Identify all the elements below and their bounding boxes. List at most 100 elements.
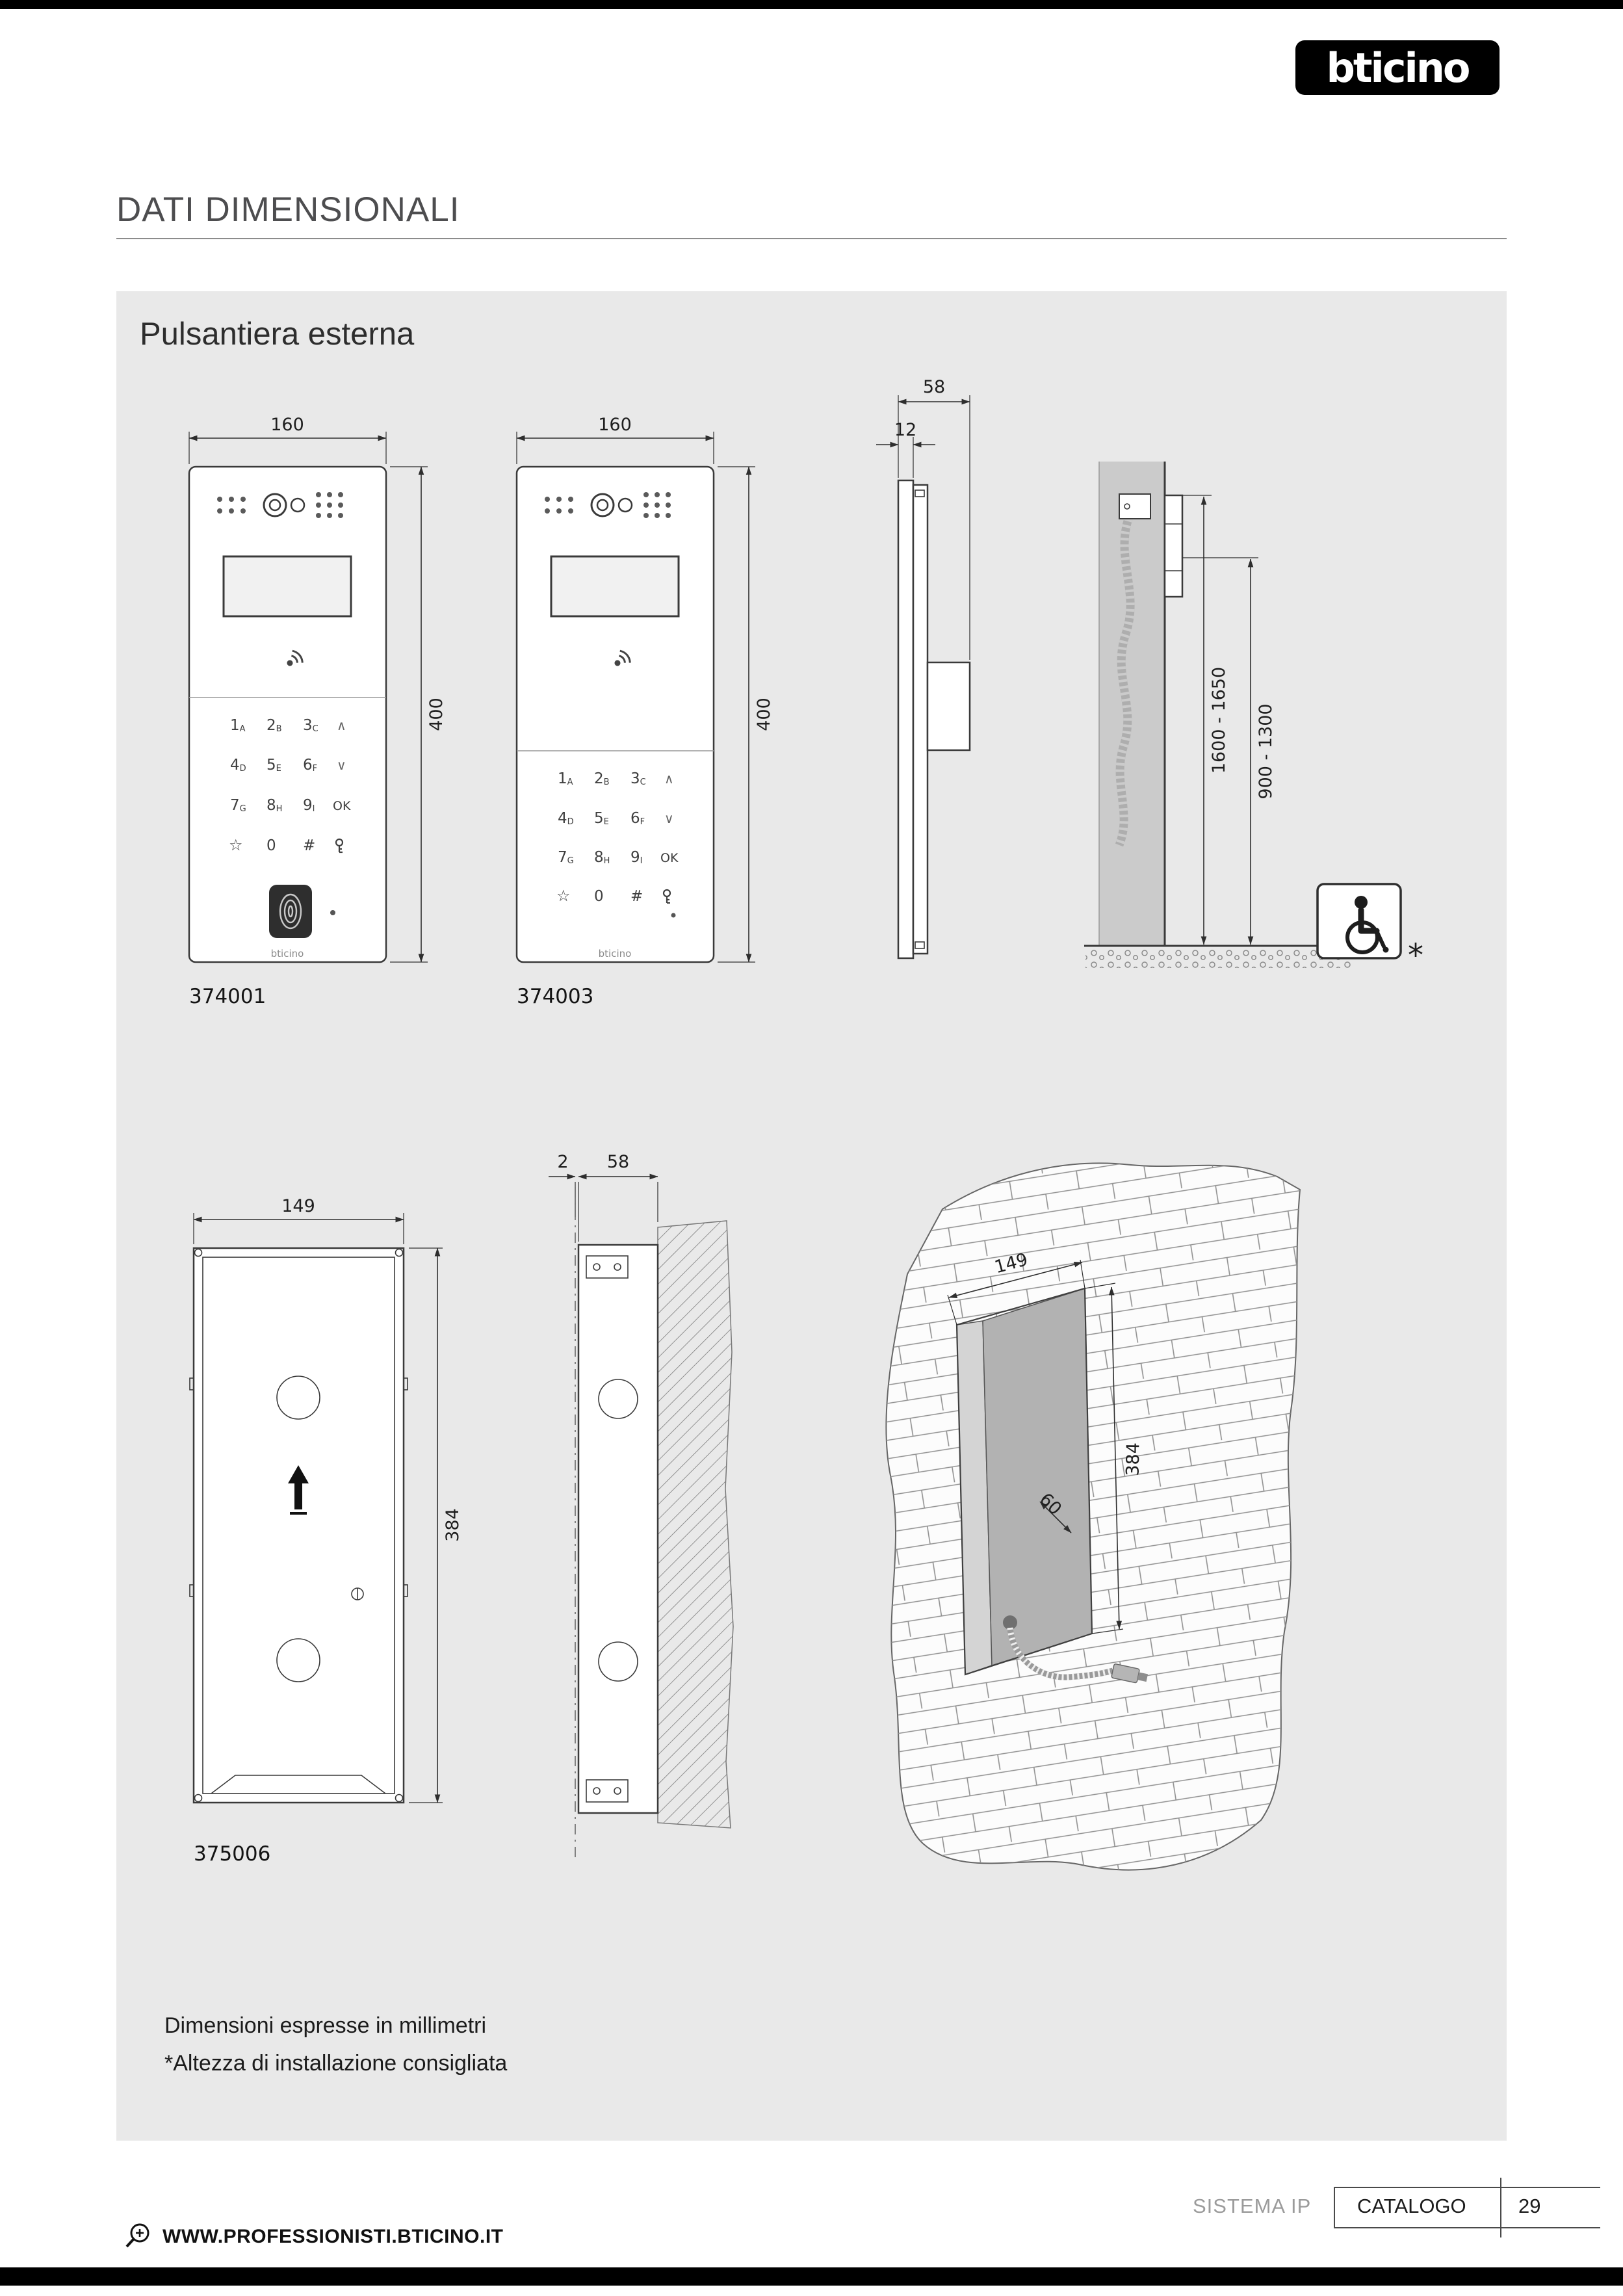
svg-text:7G: 7G [558,849,574,866]
knockout-bottom [598,1641,638,1682]
product-code-374003: 374003 [517,985,593,1008]
camera-icon [590,493,615,517]
dim-recess-height-label: 384 [1123,1442,1144,1476]
hash-key: # [630,888,643,905]
title-rule [116,238,1507,239]
keypad: 1A 2B 3C ∧ 4D 5E 6F ∨ 7G 8H 9I OK ☆ 0 # [229,717,351,854]
wheelchair-sign [1316,883,1402,959]
drawing-flush-box: 149 384 375006 [189,1196,463,1866]
display-screen [222,555,352,618]
box-outer [192,1247,405,1804]
scroll-up-icon: ∧ [664,771,674,787]
drawing-front-374001: 160 400 1A 2B 3 [188,415,447,1008]
footnote-asterisk: * [1408,937,1423,974]
box-inner [202,1257,395,1794]
svg-text:2B: 2B [594,770,610,787]
dim-offset-label: 2 [557,1152,568,1172]
brand-logo-text: bticino [1326,44,1470,92]
sensor-icon [290,497,305,513]
front-plate [897,479,915,959]
frame-body [912,484,929,955]
zero-key: 0 [266,837,276,854]
fingerprint-icon [269,885,312,938]
hash-key: # [303,837,315,854]
dim-plate-label: 12 [894,420,916,440]
svg-text:5E: 5E [266,757,281,774]
entrance-panel-side [1163,494,1184,598]
cable-connector [1111,1663,1149,1684]
ok-key: OK [333,799,351,813]
svg-text:9I: 9I [630,849,642,866]
product-code-374001: 374001 [189,985,266,1008]
speaker-camera-cluster [217,492,343,518]
svg-text:6F: 6F [630,810,645,827]
panel-body [515,465,715,963]
svg-text:8H: 8H [266,797,282,814]
status-led [330,910,335,915]
dim-width-label: 149 [281,1196,315,1216]
dim-height-label: 384 [443,1508,463,1542]
speaker-camera-cluster [545,492,671,518]
knockout-top [276,1376,320,1420]
footer-catalog-label: CATALOGO [1357,2195,1466,2217]
footer-divider-1 [1334,2188,1335,2227]
svg-text:1A: 1A [230,717,246,734]
box-section-body [577,1244,659,1814]
drawing-side-view: 58 12 [876,377,971,959]
status-led [671,913,676,918]
camera-icon [263,493,287,517]
recess-back-face [982,1287,1093,1667]
screw-slot [351,1587,364,1600]
footer-rule-top [1334,2187,1600,2188]
cable [1007,1627,1114,1680]
dim-width-label: 160 [598,415,632,435]
svg-text:4D: 4D [230,757,246,774]
drawing-installation: 1600 - 1650 900 - 1300 * [1084,462,1423,974]
section-title: Pulsantiera esterna [140,317,415,352]
zero-key: 0 [594,888,604,905]
dim-depth-label: 58 [923,377,945,397]
note-units: Dimensioni espresse in millimetri [164,2013,487,2038]
svg-text:8H: 8H [594,849,610,866]
drawing-front-374003: 160 400 1A 2B 3 [515,415,774,1008]
scroll-down-icon: ∨ [337,757,346,773]
sensor-icon [617,497,633,513]
svg-text:5E: 5E [594,810,609,827]
footer-website-link[interactable]: WWW.PROFESSIONISTI.BTICINO.IT [162,2226,504,2247]
footer-rule-bottom [1334,2227,1600,2228]
svg-text:9I: 9I [303,797,315,814]
scroll-down-icon: ∨ [664,811,674,826]
rear-box [926,661,971,751]
dim-depth-label: 58 [607,1152,629,1172]
footer-page-number: 29 [1518,2195,1541,2217]
product-code-375006: 375006 [194,1842,270,1866]
panel-brand-label: bticino [599,948,632,959]
scroll-up-icon: ∧ [337,718,346,733]
key-icon [662,889,671,904]
note-height: *Altezza di installazione consigliata [164,2050,508,2076]
dim-camera-height-label: 1600 - 1650 [1209,667,1229,774]
dim-width-label: 160 [270,415,304,435]
svg-text:1A: 1A [558,770,573,787]
footer-system-label: SISTEMA IP [1193,2195,1312,2217]
ground-gravel [1085,950,1352,968]
junction-box [1119,493,1151,519]
svg-text:3C: 3C [630,770,646,787]
svg-text:4D: 4D [558,810,574,827]
wall-section [657,1220,734,1829]
keypad: 1A 2B 3C ∧ 4D 5E 6F ∨ 7G 8H 9I OK ☆ 0 # [556,770,679,918]
drawing-wall-recess: 149 384 60 [885,1162,1301,1871]
star-key: ☆ [556,887,571,905]
notes-block: Dimensioni espresse in millimetri *Altez… [164,2007,507,2083]
svg-text:7G: 7G [230,797,246,814]
knockout-bottom [276,1638,320,1682]
drawing-box-section: 2 58 [549,1152,734,1859]
panel-brand-label: bticino [271,948,304,959]
ok-key: OK [660,851,679,865]
conduit [1115,517,1135,847]
svg-text:2B: 2B [266,717,282,734]
wall [1099,462,1165,946]
dim-height-label: 400 [426,698,447,731]
top-edge-bar [0,0,1623,9]
svg-text:3C: 3C [303,717,318,734]
